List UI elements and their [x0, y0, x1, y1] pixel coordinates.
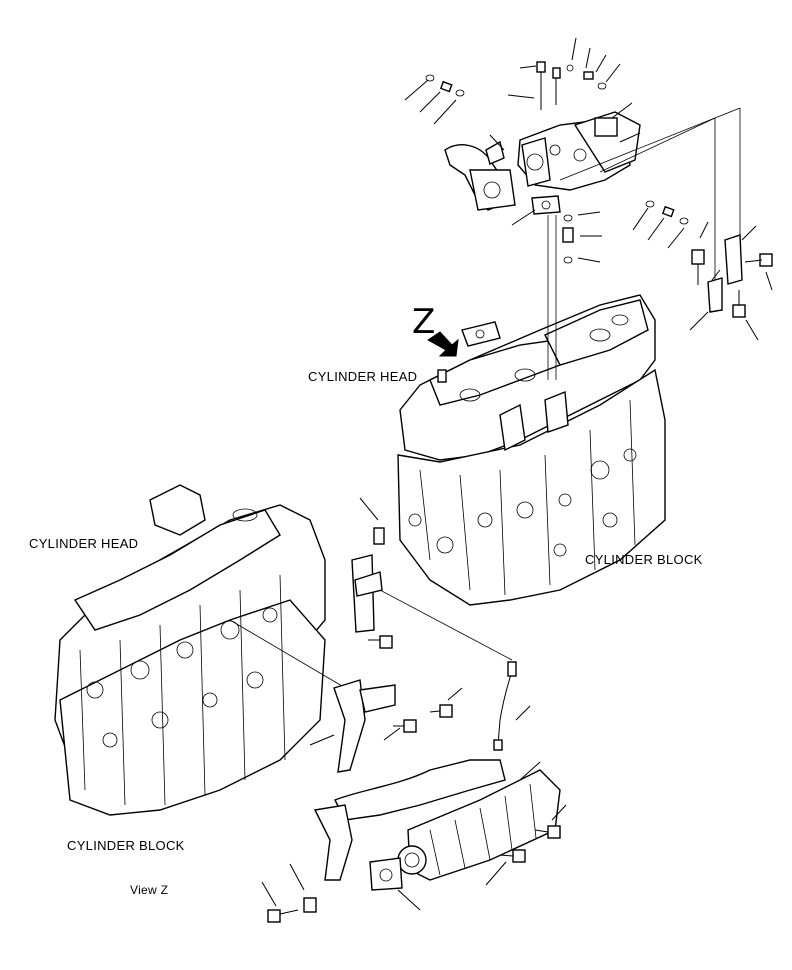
label-cylinder-block-right: CYLINDER BLOCK — [585, 552, 703, 567]
view-z-arrow — [427, 331, 459, 357]
egr-cooler-assembly — [267, 527, 561, 923]
egr-valve-assembly — [425, 61, 773, 318]
leader-lines — [229, 37, 773, 911]
label-cylinder-head-left: CYLINDER HEAD — [29, 536, 139, 551]
engine-left — [54, 484, 326, 816]
z-marker: Z — [412, 302, 436, 342]
label-cylinder-block-left: CYLINDER BLOCK — [67, 838, 185, 853]
label-cylinder-head-top: CYLINDER HEAD — [308, 369, 418, 384]
engine-right — [397, 294, 666, 606]
label-view-z: View Z — [130, 883, 169, 897]
